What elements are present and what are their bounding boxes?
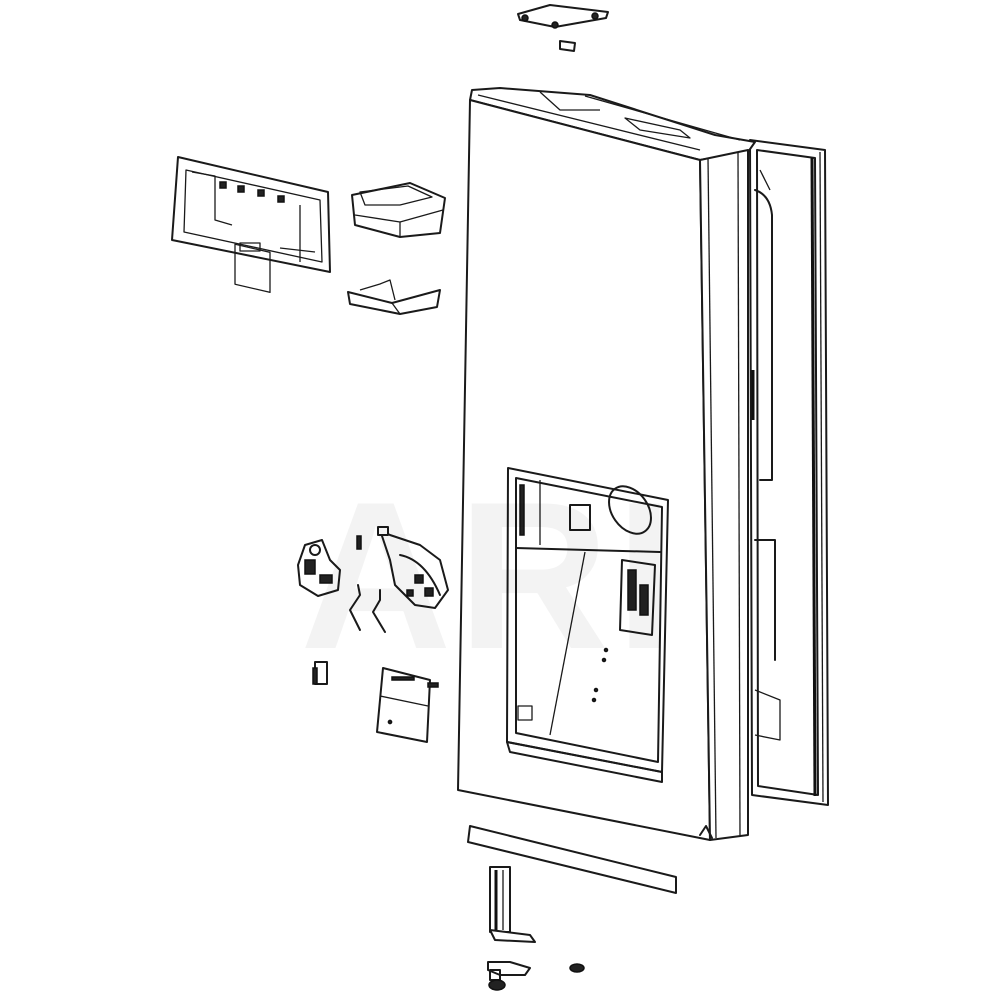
dispenser-housing-frame xyxy=(171,156,331,294)
wire-springs xyxy=(349,584,386,633)
bottom-trim xyxy=(467,825,677,894)
dispenser-switch-module xyxy=(619,559,656,636)
pin xyxy=(356,535,362,550)
dispenser-recess xyxy=(506,467,669,783)
hinge-pin xyxy=(487,961,531,991)
top-cap-cover xyxy=(517,4,609,29)
actuator-motor xyxy=(297,539,341,597)
solenoid-assembly xyxy=(377,526,449,609)
washer xyxy=(569,963,585,973)
chute-flap xyxy=(347,279,441,315)
control-panel xyxy=(376,667,439,743)
door-gasket xyxy=(749,139,829,806)
ice-chute-cover xyxy=(351,182,446,238)
top-cap-clip xyxy=(559,40,576,52)
hinge-bracket xyxy=(489,866,536,943)
micro-switch xyxy=(312,661,328,685)
